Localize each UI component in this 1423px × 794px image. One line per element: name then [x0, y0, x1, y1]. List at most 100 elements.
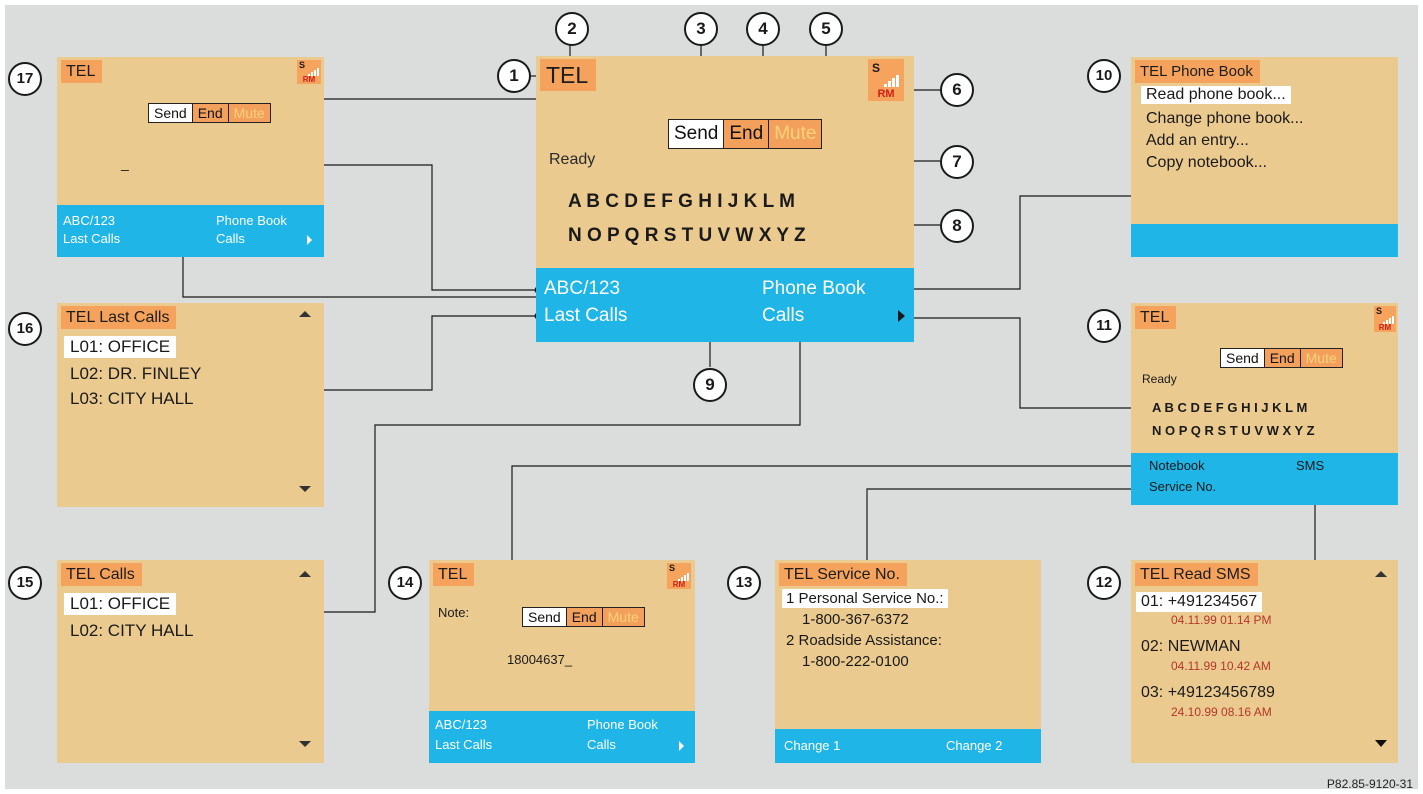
menu-abc123[interactable]: ABC/123 [63, 213, 116, 228]
roaming-label: RM [302, 75, 316, 84]
sms-date: 04.11.99 10.42 AM [1171, 659, 1271, 673]
list-item[interactable]: L02: CITY HALL [70, 621, 194, 640]
scroll-down-icon[interactable] [1375, 740, 1387, 747]
screen-title: TEL Service No. [779, 563, 907, 586]
screen-title: TEL Read SMS [1135, 563, 1258, 586]
sms-sender: +491234567 [1167, 593, 1258, 610]
wire-15-calls [324, 335, 801, 613]
screen-title: TEL Phone Book [1135, 60, 1260, 83]
menu-last-calls[interactable]: Last Calls [435, 737, 493, 752]
mute-button[interactable]: Mute [769, 120, 822, 148]
list-item[interactable]: L01: OFFICE [64, 593, 177, 615]
menu-item-add-entry[interactable]: Add an entry... [1146, 132, 1249, 149]
scroll-up-icon[interactable] [299, 571, 311, 577]
callout-9: 9 [693, 368, 727, 402]
sms-date: 04.11.99 01.14 PM [1171, 613, 1272, 627]
service-item-2-number: 1-800-222-0100 [802, 653, 909, 670]
callout-10: 10 [1087, 59, 1121, 93]
scroll-up-icon[interactable] [1375, 571, 1387, 577]
alphabet-row-1[interactable]: A B C D E F G H I J K L M [568, 191, 795, 212]
send-button[interactable]: Send [523, 608, 566, 626]
sms-sender: +49123456789 [1167, 684, 1275, 701]
signal-strength-icon: S RM [667, 563, 691, 589]
mute-button[interactable]: Mute [228, 104, 270, 122]
softkeys: Send End Mute [522, 607, 645, 627]
scroll-down-icon[interactable] [299, 741, 311, 747]
callout-14: 14 [388, 566, 422, 600]
signal-strength-icon: S RM [1374, 306, 1396, 332]
signal-s-label: S [669, 563, 676, 573]
menu-last-calls[interactable]: Last Calls [63, 231, 121, 246]
callout-7: 7 [940, 145, 974, 179]
send-button[interactable]: Send [1221, 349, 1264, 367]
menu-abc123[interactable]: ABC/123 [544, 278, 621, 299]
list-item[interactable]: L03: CITY HALL [70, 389, 194, 408]
screen-notebook-entry: TEL S RM Note: Send End Mute 18004637_ A… [429, 560, 695, 763]
softkeys: Send End Mute [668, 119, 823, 149]
number-input[interactable]: 18004637_ [507, 652, 573, 667]
menu-calls[interactable]: Calls [762, 305, 805, 326]
roaming-label: RM [672, 580, 686, 589]
menu-item-read-phone-book[interactable]: Read phone book... [1141, 86, 1291, 104]
screen-service-no: TEL Service No. 1 Personal Service No.: … [775, 560, 1041, 763]
more-arrow-icon[interactable] [898, 310, 905, 322]
end-button[interactable]: End [191, 104, 229, 122]
menu-phone-book[interactable]: Phone Book [587, 717, 658, 732]
callout-6: 6 [940, 73, 974, 107]
soft-menu-bar: ABC/123 Last Calls Phone Book Calls [429, 711, 695, 763]
menu-item-copy-notebook[interactable]: Copy notebook... [1146, 154, 1267, 171]
scroll-up-icon[interactable] [299, 311, 311, 317]
sms-item-3[interactable]: 03: +49123456789 [1141, 684, 1275, 702]
end-button[interactable]: End [723, 120, 770, 148]
callout-4: 4 [746, 12, 780, 46]
screen-phone-book: TEL Phone Book Read phone book... Change… [1131, 57, 1398, 257]
list-item[interactable]: L02: DR. FINLEY [70, 364, 202, 383]
menu-abc123[interactable]: ABC/123 [435, 717, 488, 732]
soft-menu-bar: ABC/123 Last Calls Phone Book Calls [536, 268, 914, 342]
screen-title: TEL [1135, 306, 1177, 329]
menu-item-change-phone-book[interactable]: Change phone book... [1146, 110, 1304, 127]
status-text: Ready [549, 151, 596, 168]
note-label: Note: [438, 605, 470, 620]
signal-strength-icon: S RM [297, 60, 321, 84]
signal-s-label: S [872, 61, 881, 75]
sms-item-1[interactable]: 01: +491234567 [1136, 592, 1263, 612]
menu-notebook[interactable]: Notebook [1149, 458, 1205, 473]
sms-index: 03: [1141, 684, 1164, 701]
menu-phone-book[interactable]: Phone Book [216, 213, 287, 228]
screen-tel-idle-small: TEL S RM Send End Mute _ ABC/123 Last Ca… [57, 57, 324, 257]
alphabet-row-2[interactable]: N O P Q R S T U V W X Y Z [1152, 423, 1315, 438]
soft-menu-bar: ABC/123 Last Calls Phone Book Calls [57, 205, 324, 257]
send-button[interactable]: Send [669, 120, 724, 148]
service-item-1-label[interactable]: 1 Personal Service No.: [782, 589, 948, 608]
signal-s-label: S [299, 60, 306, 70]
menu-calls[interactable]: Calls [216, 231, 245, 246]
menu-last-calls[interactable]: Last Calls [544, 305, 628, 326]
screen-title: TEL Calls [61, 563, 142, 586]
end-button[interactable]: End [1263, 349, 1301, 367]
callout-15: 15 [8, 566, 42, 600]
callout-8: 8 [940, 209, 974, 243]
alphabet-row-1[interactable]: A B C D E F G H I J K L M [1152, 400, 1308, 415]
send-button[interactable]: Send [149, 104, 192, 122]
change-1-button[interactable]: Change 1 [784, 738, 841, 753]
change-2-button[interactable]: Change 2 [946, 738, 1003, 753]
screen-tel-main: TEL S RM Send End Mute Ready A B C D E F… [536, 56, 914, 342]
callout-11: 11 [1087, 309, 1121, 343]
status-text: Ready [1142, 372, 1177, 386]
list-item[interactable]: L01: OFFICE [64, 336, 177, 358]
sms-sender: NEWMAN [1167, 638, 1241, 655]
menu-calls[interactable]: Calls [587, 737, 616, 752]
soft-menu-bar: Change 1 Change 2 [775, 729, 1041, 763]
menu-service-no[interactable]: Service No. [1149, 479, 1217, 494]
mute-button[interactable]: Mute [1300, 349, 1342, 367]
wire-11-arrow [908, 317, 1131, 409]
end-button[interactable]: End [565, 608, 603, 626]
menu-sms[interactable]: SMS [1296, 458, 1325, 473]
menu-phone-book[interactable]: Phone Book [762, 278, 866, 299]
alphabet-row-2[interactable]: N O P Q R S T U V W X Y Z [568, 225, 806, 246]
sms-item-2[interactable]: 02: NEWMAN [1141, 638, 1241, 656]
mute-button[interactable]: Mute [602, 608, 644, 626]
scroll-down-icon[interactable] [299, 486, 311, 492]
service-item-2-label[interactable]: 2 Roadside Assistance: [786, 632, 942, 649]
